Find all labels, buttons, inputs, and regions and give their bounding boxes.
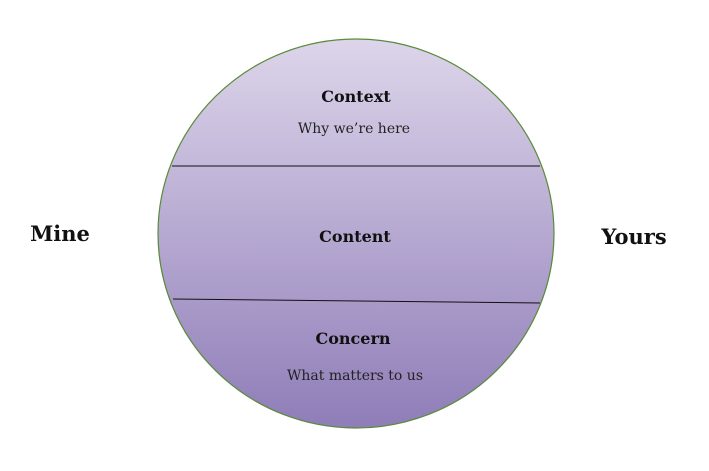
section-context-title: Context bbox=[321, 87, 391, 106]
circle bbox=[157, 38, 555, 429]
section-concern-subtitle: What matters to us bbox=[287, 368, 423, 384]
section-context-subtitle: Why we’re here bbox=[298, 121, 410, 137]
section-content-title: Content bbox=[319, 227, 391, 246]
right-label: Yours bbox=[600, 224, 666, 249]
section-concern-title: Concern bbox=[315, 329, 390, 348]
divider-bottom bbox=[172, 298, 541, 304]
left-label: Mine bbox=[30, 221, 90, 246]
